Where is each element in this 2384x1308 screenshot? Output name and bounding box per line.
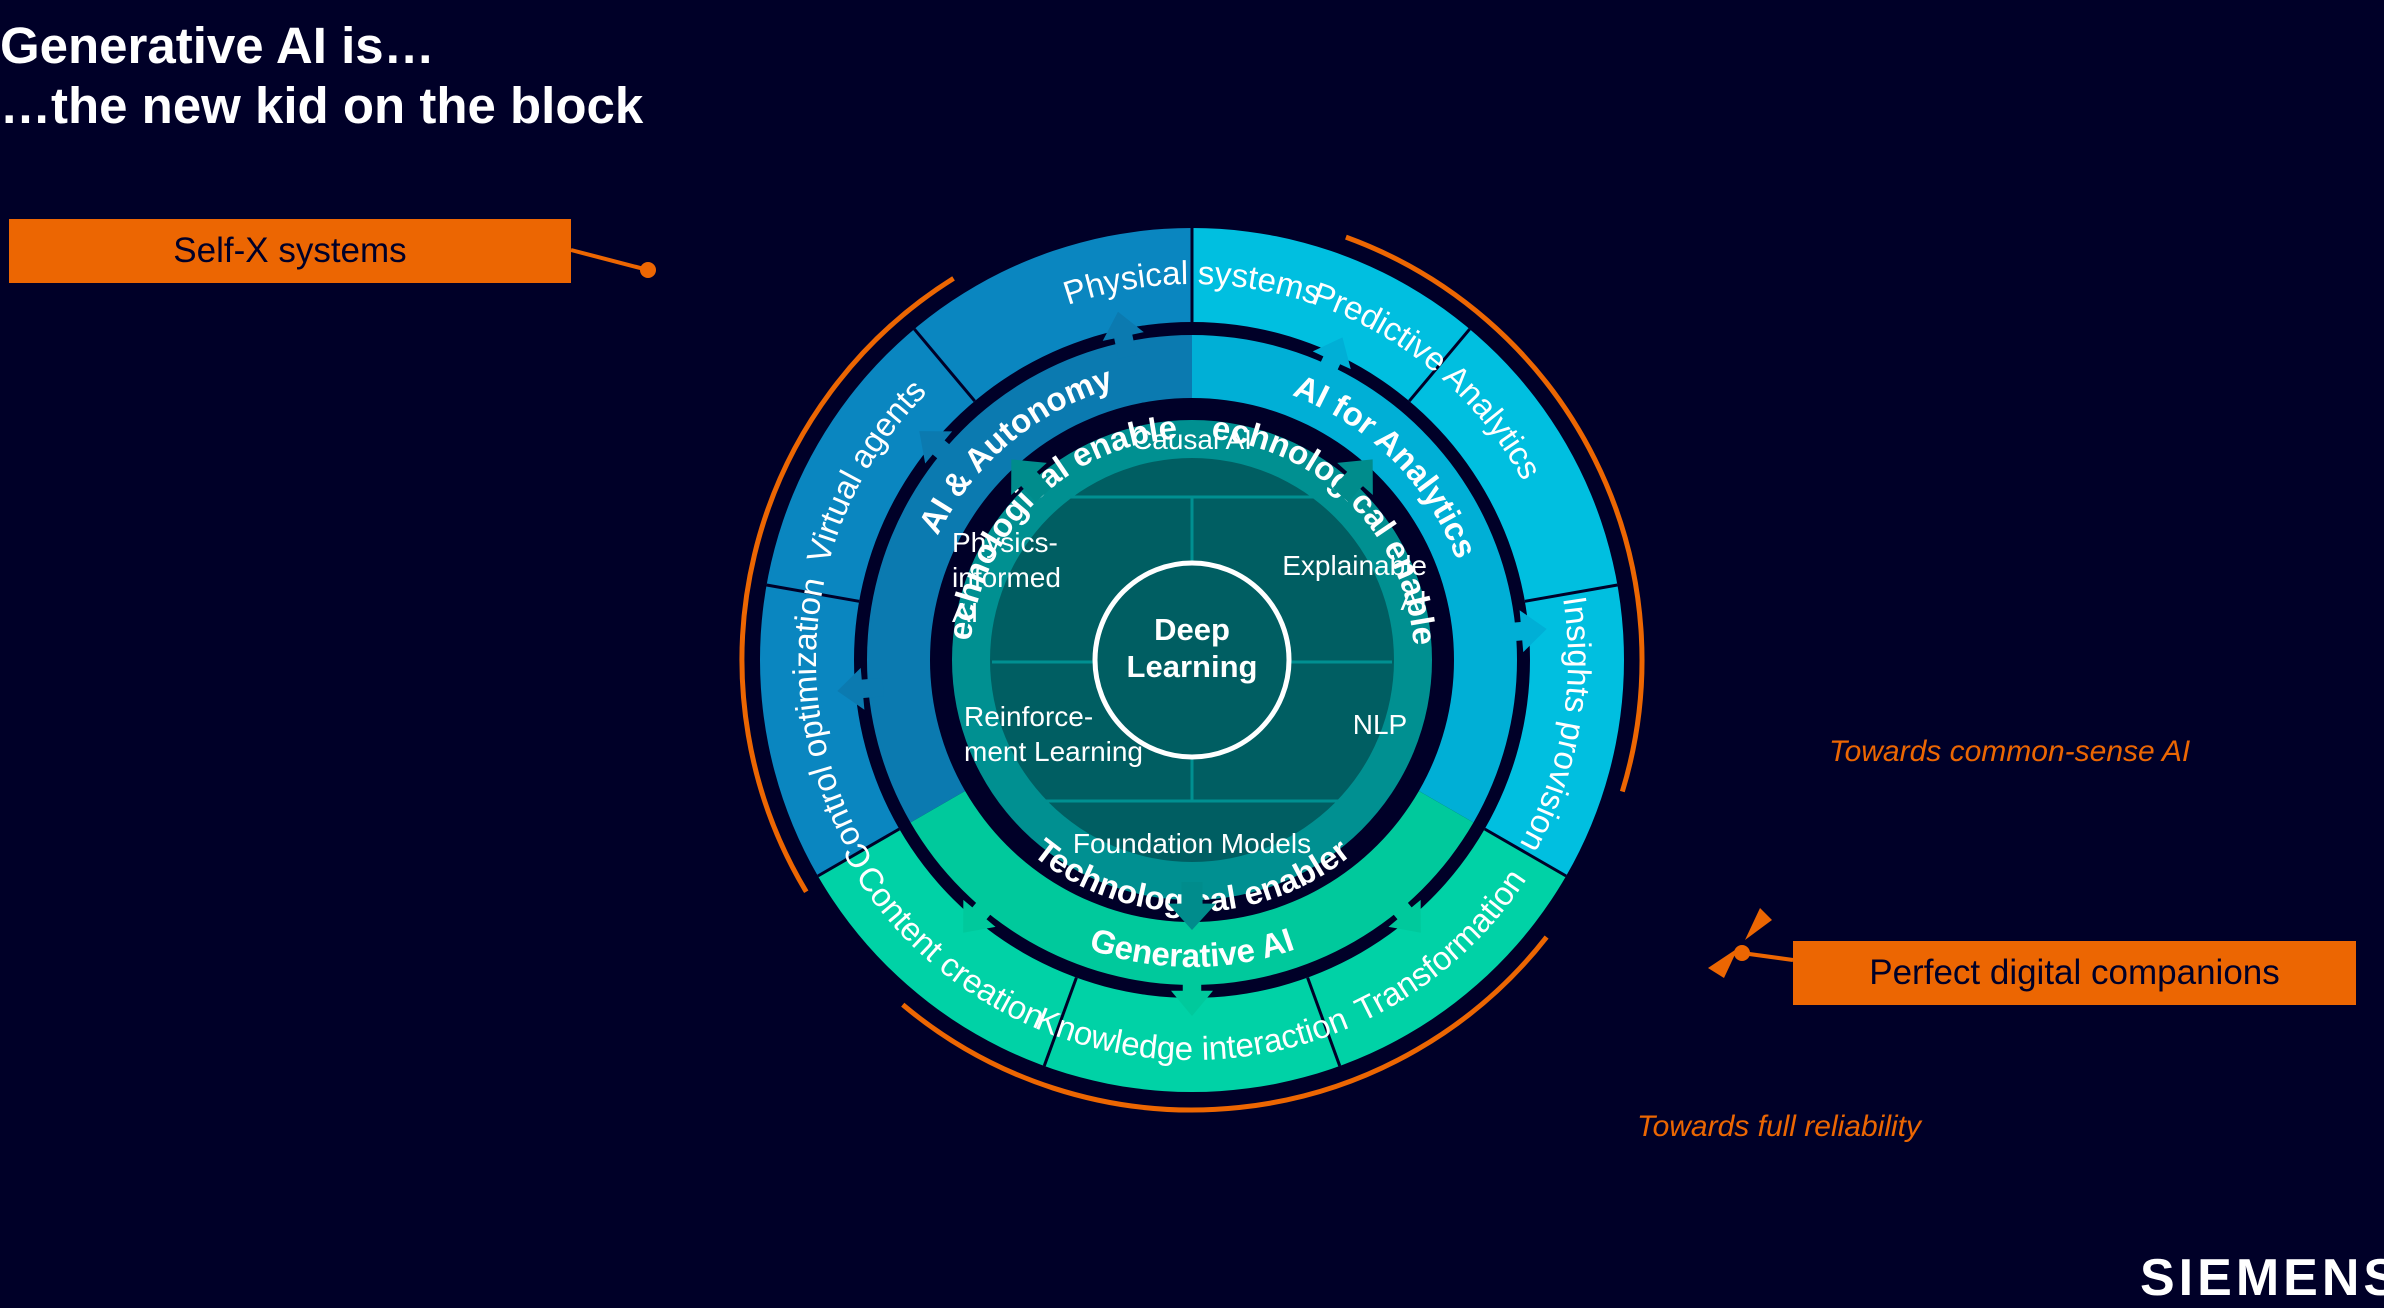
- perfect-digital-companions-callout: Perfect digital companions: [1793, 941, 2356, 1005]
- outer-segment-divider: [913, 328, 976, 403]
- physics-informed-ai-label: AI: [952, 597, 978, 628]
- arrow-to-physical-systems: [1102, 311, 1144, 359]
- physics-informed-ai-label: Physics-: [952, 527, 1058, 558]
- title-line-2: …the new kid on the block: [0, 77, 644, 134]
- orange-arc-bottom: [901, 935, 1549, 1113]
- outer-ring-generative: [817, 829, 1567, 1092]
- arrow-to-knowledge-interaction: [1171, 970, 1213, 1016]
- self-x-systems-callout: Self-X systems: [9, 219, 571, 283]
- outer-ring-analytics: [1192, 228, 1624, 876]
- orange-arrowhead-bottom: [1708, 948, 1738, 978]
- companions-connector-dot: [1734, 945, 1750, 961]
- deep-learning-label: Deep: [1154, 612, 1230, 647]
- outer-segment-divider: [1042, 977, 1078, 1067]
- outer-ring-autonomy: [760, 228, 1192, 876]
- arrow-enabler-to-generative: [1168, 882, 1216, 930]
- outer-segment-divider: [1306, 977, 1342, 1067]
- orange-arc-left: [739, 276, 955, 894]
- arrow-to-content-creation: [963, 891, 1000, 933]
- arrow-enabler-to-analytics: [1332, 459, 1373, 503]
- arrow-to-predictive-analytics: [1312, 337, 1351, 383]
- orange-arc-right: [1345, 234, 1645, 793]
- physics-informed-ai-label: informed: [952, 562, 1061, 593]
- deep-learning-label: Learning: [1127, 649, 1258, 684]
- towards-common-sense-note: Towards common-sense AI: [1829, 735, 2191, 768]
- arrow-to-insights-provision: [1500, 610, 1547, 653]
- outer-segment-divider: [766, 583, 860, 603]
- deep-learning-circle: [1092, 560, 1292, 760]
- reinforcement-learning-label: Reinforce-: [964, 701, 1093, 732]
- siemens-logo: SIEMENS: [2140, 1249, 2384, 1307]
- arrow-enabler-to-autonomy: [1011, 459, 1052, 503]
- outer-segment-divider: [817, 827, 901, 878]
- slide-title: Generative AI is… …the new kid on the bl…: [0, 16, 643, 136]
- companions-connector-line: [1741, 951, 1794, 962]
- middle-ring-analytics: [1192, 335, 1517, 823]
- nlp-label: NLP: [1353, 709, 1407, 740]
- towards-reliability-note: Towards full reliability: [1637, 1110, 1922, 1143]
- orange-arrowhead-top: [1745, 908, 1772, 940]
- reinforcement-learning-label: ment Learning: [964, 736, 1143, 767]
- foundation-models-label: Foundation Models: [1073, 828, 1311, 859]
- arrow-to-transformation: [1384, 891, 1421, 933]
- self-x-connector-dot: [640, 262, 656, 278]
- causal-ai-label: Causal AI: [1132, 424, 1252, 455]
- middle-ring-generative: [910, 791, 1474, 985]
- outer-segment-divider: [1524, 583, 1618, 603]
- arrow-to-virtual-agents: [919, 431, 961, 468]
- outer-segment-divider: [1408, 328, 1471, 403]
- explainable-ai-label: Explainable: [1282, 550, 1427, 581]
- explainable-ai-label: AI: [1401, 585, 1427, 616]
- title-line-1: Generative AI is…: [0, 17, 435, 74]
- self-x-connector-line: [570, 248, 649, 272]
- outer-segment-divider: [1483, 827, 1567, 878]
- arrow-to-control-optimization: [837, 667, 884, 710]
